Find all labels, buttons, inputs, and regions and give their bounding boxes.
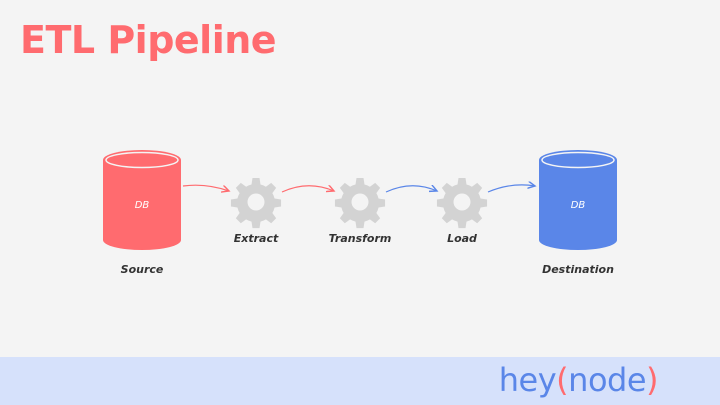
transform-gear-icon <box>334 178 386 229</box>
brand-word-node: node <box>568 361 647 399</box>
destination-db-text: DB <box>571 200 586 211</box>
load-gear-icon <box>436 178 488 229</box>
brand-logo: hey(node) <box>498 361 659 399</box>
source-db-icon: DB <box>103 150 181 250</box>
page-title: ETL Pipeline <box>20 18 277 62</box>
brand-word-hey: hey <box>498 361 557 399</box>
arrow-source-to-extract <box>182 184 229 191</box>
destination-db-icon: DB <box>539 150 617 250</box>
arrow-extract-to-transform <box>281 186 334 193</box>
step-label-load: Load <box>447 232 477 245</box>
footer-bar: hey(node) <box>0 357 720 405</box>
step-label-transform: Transform <box>329 232 392 245</box>
destination-label: Destination <box>542 263 614 276</box>
source-label: Source <box>121 263 164 276</box>
arrow-transform-to-load <box>385 186 437 193</box>
source-db-text: DB <box>135 200 150 211</box>
brand-close-paren: ) <box>646 361 658 399</box>
brand-open-paren: ( <box>556 361 569 399</box>
extract-gear-icon <box>230 178 282 229</box>
step-label-extract: Extract <box>234 232 279 245</box>
arrow-load-to-destination <box>487 185 535 193</box>
